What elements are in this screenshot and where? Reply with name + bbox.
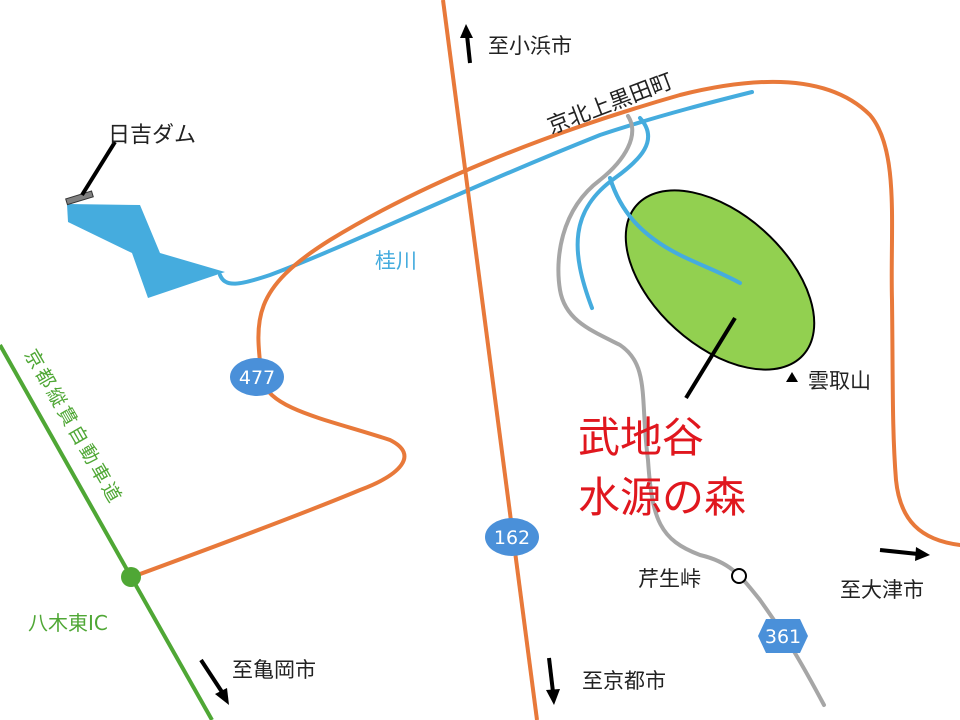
pass-marker-icon <box>731 568 747 584</box>
route-number-361: 361 <box>765 626 801 648</box>
road-477 <box>130 79 960 579</box>
road-162 <box>441 0 539 720</box>
direction-kyoto: 至京都市 <box>582 669 666 693</box>
river-label: 桂川 <box>375 249 417 273</box>
arrow-down-right-icon <box>199 658 229 705</box>
forest-area <box>608 176 816 400</box>
expressway-label: 京都縦貫自動車道 <box>20 346 127 509</box>
title-line-1: 武地谷 <box>578 413 704 462</box>
dam-icon <box>65 190 94 206</box>
title-line-2: 水源の森 <box>578 473 746 522</box>
mountain-triangle-icon <box>786 372 798 382</box>
route-badge-162 <box>485 518 539 556</box>
pass-label: 芹生峠 <box>638 567 701 591</box>
arrow-up-icon <box>460 24 473 64</box>
route-number-162: 162 <box>494 527 530 549</box>
interchange-marker <box>121 567 141 587</box>
route-badge-477 <box>230 358 284 396</box>
town-label: 京北上黒田町 <box>544 69 676 140</box>
dam-label: 日吉ダム <box>108 123 196 148</box>
expressway <box>0 344 214 720</box>
arrow-down-icon <box>546 657 560 705</box>
interchange-label: 八木東IC <box>28 611 108 635</box>
mountain-label: 雲取山 <box>808 369 871 393</box>
arrow-right-icon <box>879 547 930 561</box>
direction-kameoka: 至亀岡市 <box>232 658 316 682</box>
road-361 <box>556 114 826 707</box>
direction-obama: 至小浜市 <box>488 34 572 58</box>
route-badge-361 <box>758 619 808 653</box>
direction-otsu: 至大津市 <box>840 578 924 602</box>
dam-reservoir <box>65 140 225 298</box>
route-number-477: 477 <box>239 367 275 389</box>
